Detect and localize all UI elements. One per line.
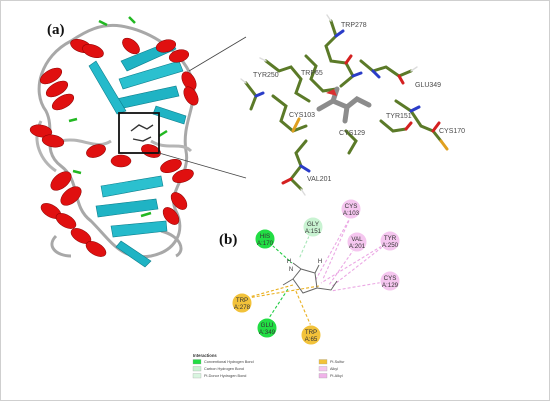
legend-label: Pi-Sulfur [330, 360, 345, 364]
legend-item: Alkyl [318, 366, 338, 372]
residue-node-label: A:349 [259, 329, 276, 336]
ligand-atom-h: H [318, 259, 322, 265]
panel-b-label: (b) [219, 232, 237, 248]
residue-node-label: A:201 [349, 243, 366, 250]
residue-node-circle [254, 228, 276, 250]
legend-item: Pi-Sulfur [318, 359, 345, 365]
residue-node-label: A:170 [257, 240, 274, 247]
legend-label: Alkyl [330, 367, 338, 371]
legend-item: Pi-Alkyl [318, 373, 343, 379]
residue-label: TYR151 [386, 113, 412, 120]
legend-swatch [318, 359, 328, 365]
residue-node-circle [379, 270, 401, 292]
residue-node-label: TYR [384, 235, 397, 242]
residue-node-label: VAL [351, 236, 363, 243]
legend-swatch [192, 366, 202, 372]
residue-node-circle [300, 324, 322, 346]
residue-node-label: A:151 [305, 228, 322, 235]
residue-node-label: A:250 [382, 242, 399, 249]
protein-ribbon [29, 16, 199, 268]
ligand-structure [282, 262, 338, 294]
ligand-atom-n: N [289, 267, 293, 273]
residue-node-circle [340, 198, 362, 220]
residue-node-label: CYS [345, 203, 358, 210]
residue-label: TYR250 [253, 72, 279, 79]
binding-site-box [118, 112, 160, 154]
residue-label: CYS103 [289, 112, 315, 119]
residue-node-circle [379, 230, 401, 252]
residue-node-label: A:278 [234, 304, 251, 311]
residue-label: GLU349 [415, 82, 441, 89]
residue-node-label: TRP [305, 329, 317, 336]
residue-node-label: A:129 [382, 282, 399, 289]
legend-label: Carbon Hydrogen Bond [204, 367, 244, 371]
ligand-atom-h: H [287, 259, 291, 265]
binding-site-sticks [240, 14, 449, 196]
legend-item: Pi-Donor Hydrogen Bond [192, 373, 246, 379]
legend-swatch [318, 366, 328, 372]
legend-swatch [192, 359, 202, 365]
residue-node-label: CYS [384, 275, 397, 282]
zoom-line-bottom [158, 152, 247, 179]
legend-label: Pi-Donor Hydrogen Bond [204, 374, 246, 378]
residue-node-circle [231, 292, 253, 314]
residue-node-label: HIS [260, 233, 270, 240]
legend-swatch [192, 373, 202, 379]
residue-nodes: HISA:170GLYA:151CYSA:103VALA:201TYRA:250… [231, 198, 401, 346]
residue-node-label: A:103 [343, 210, 360, 217]
legend-title: Interactions [193, 353, 217, 358]
legend-label: Pi-Alkyl [330, 374, 343, 378]
legend-label: Conventional Hydrogen Bond [204, 360, 254, 364]
zoom-residue-labels: TRP278 TYR250 TRP65 GLU349 CYS103 TYR151… [253, 22, 465, 183]
legend: Interactions Conventional Hydrogen BondC… [192, 353, 345, 379]
residue-node-label: GLY [307, 221, 319, 228]
legend-item: Conventional Hydrogen Bond [192, 359, 254, 365]
residue-node-circle [256, 317, 278, 339]
residue-label: CYS170 [439, 128, 465, 135]
residue-node-circle [302, 216, 324, 238]
zoom-line-top [188, 36, 247, 72]
residue-label: VAL201 [307, 176, 331, 183]
legend-item: Carbon Hydrogen Bond [192, 366, 244, 372]
legend-swatch [318, 373, 328, 379]
residue-node-label: TRP [236, 297, 248, 304]
panel-a-label: (a) [47, 22, 65, 38]
residue-label: TRP278 [341, 22, 367, 29]
residue-label: CYS129 [339, 130, 365, 137]
residue-label: TRP65 [301, 70, 323, 77]
residue-node-label: GLU [261, 322, 274, 329]
residue-node-label: A:65 [305, 336, 318, 343]
residue-node-circle [346, 231, 368, 253]
